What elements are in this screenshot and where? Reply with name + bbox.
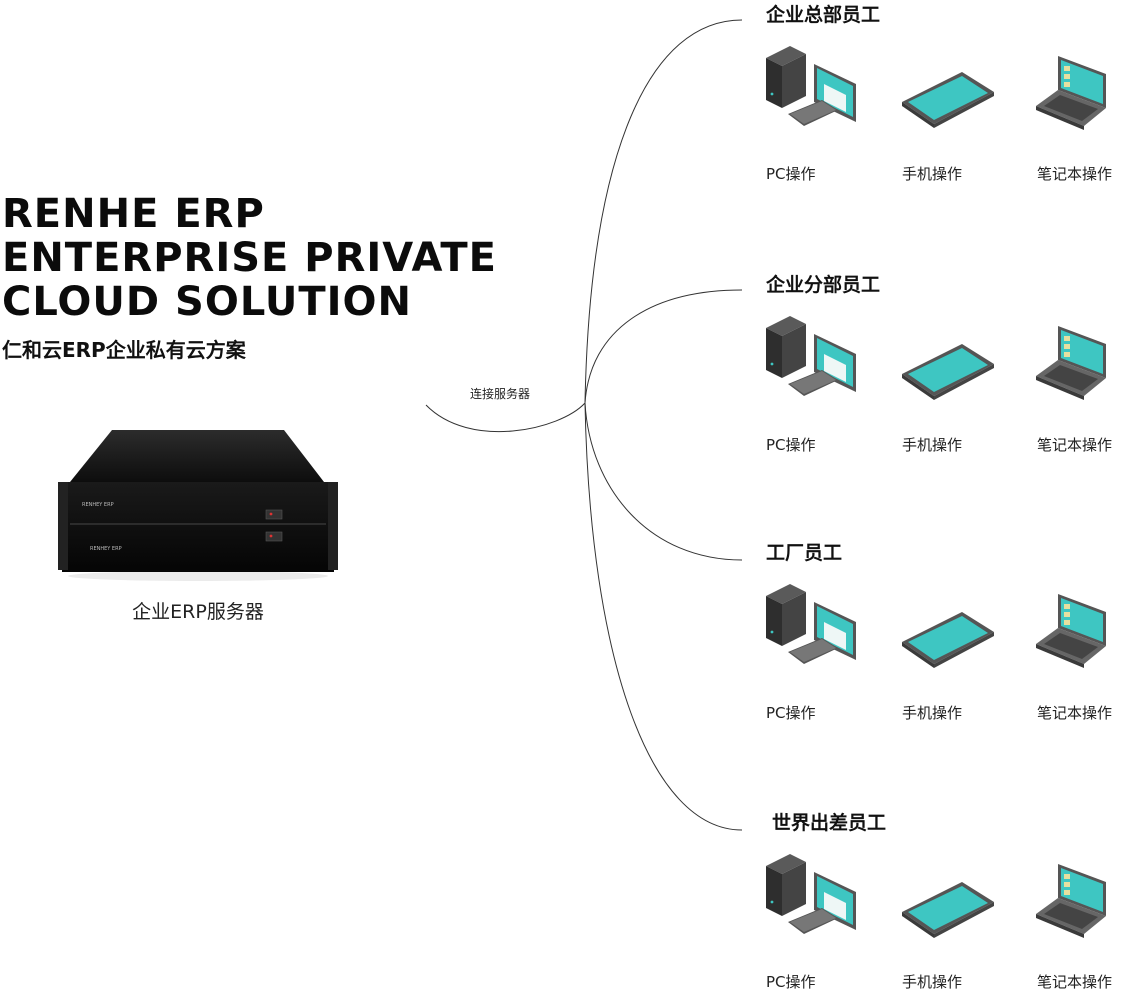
server-brand-bottom: RENHEY ERP (90, 546, 122, 552)
laptop-icon (1036, 326, 1106, 400)
hero-title: RENHE ERP ENTERPRISE PRIVATE CLOUD SOLUT… (2, 191, 497, 325)
desktop-pc-icon (766, 46, 856, 126)
device-label-phone: 手机操作 (902, 436, 963, 454)
device-label-pc: PC操作 (766, 973, 816, 991)
device-label-laptop: 笔记本操作 (1037, 165, 1113, 183)
desktop-pc-icon (766, 854, 856, 934)
laptop-icon (1036, 594, 1106, 668)
device-label-phone: 手机操作 (902, 165, 963, 183)
rack-server-image: RENHEY ERP RENHEY ERP (58, 430, 338, 581)
connector-travel (584, 402, 743, 831)
device-label-phone: 手机操作 (902, 973, 963, 991)
device-label-laptop: 笔记本操作 (1037, 704, 1113, 722)
connector-headquarters (584, 19, 743, 404)
connector-stem (425, 402, 586, 433)
tablet-icon (902, 882, 994, 938)
desktop-pc-icon (766, 584, 856, 664)
device-label-pc: PC操作 (766, 436, 816, 454)
connect-server-label: 连接服务器 (470, 387, 531, 401)
device-label-laptop: 笔记本操作 (1037, 436, 1113, 454)
laptop-icon (1036, 864, 1106, 938)
connector-factory (584, 402, 743, 561)
tablet-icon (902, 72, 994, 128)
desktop-pc-icon (766, 316, 856, 396)
group-title: 工厂员工 (766, 542, 843, 564)
group-title: 世界出差员工 (772, 812, 887, 834)
laptop-icon (1036, 56, 1106, 130)
group-title: 企业分部员工 (766, 274, 881, 296)
server-brand-top: RENHEY ERP (82, 502, 114, 508)
tablet-icon (902, 344, 994, 400)
hero-subtitle: 仁和云ERP企业私有云方案 (2, 338, 246, 362)
server-label: 企业ERP服务器 (132, 601, 264, 623)
group-title: 企业总部员工 (766, 4, 881, 26)
connector-branch (584, 289, 743, 404)
tablet-icon (902, 612, 994, 668)
device-label-phone: 手机操作 (902, 704, 963, 722)
device-label-pc: PC操作 (766, 704, 816, 722)
device-label-laptop: 笔记本操作 (1037, 973, 1113, 991)
device-label-pc: PC操作 (766, 165, 816, 183)
